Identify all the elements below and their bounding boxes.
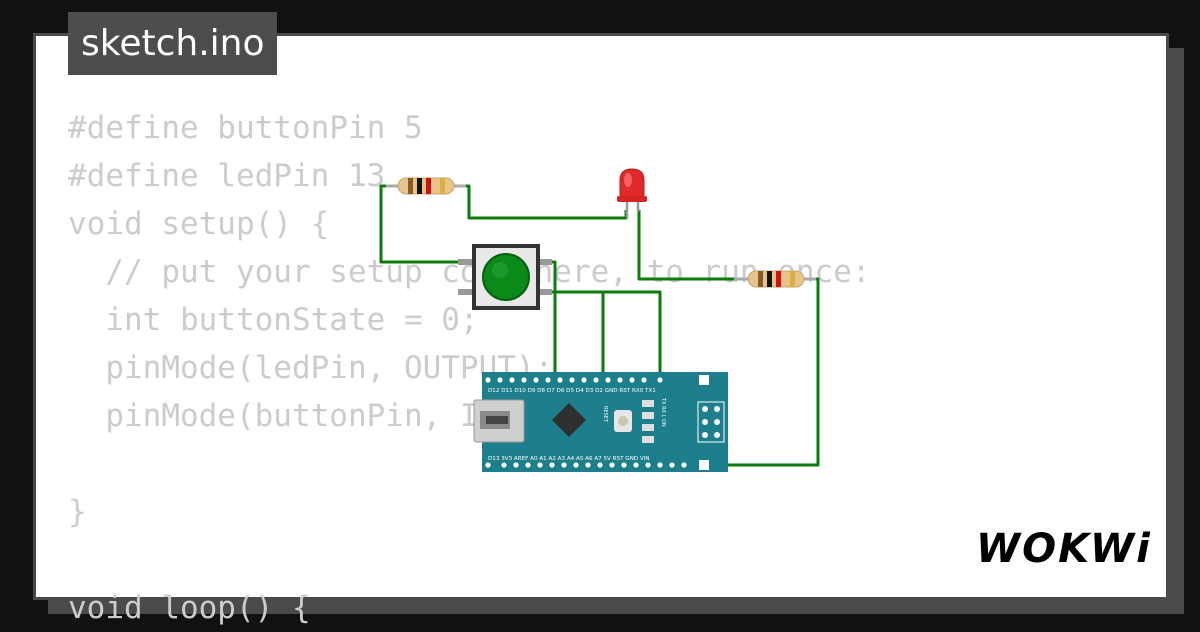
code-line: }	[68, 494, 87, 530]
code-line: void loop() {	[68, 590, 311, 626]
wire	[637, 210, 746, 281]
project-card	[33, 33, 1169, 600]
code-preview: #define buttonPin 5 #define ledPin 13 void…	[68, 104, 871, 632]
bottom-pin-row	[485, 460, 709, 470]
red-led[interactable]	[617, 168, 647, 218]
arduino-nano-board[interactable]: D12 D11 D10 D9 D8 D7 D6 D5 D4 D3 D2 GND …	[473, 372, 728, 472]
reset-label: RESET	[602, 406, 608, 423]
file-tab[interactable]: sketch.ino	[68, 12, 278, 75]
resistor-top[interactable]	[386, 177, 466, 195]
wire	[540, 260, 557, 380]
code-line: int buttonState = 0;	[68, 302, 479, 338]
code-line: pinMode(ledPin, OUTPUT);	[68, 350, 554, 386]
resistor-right[interactable]	[734, 270, 816, 288]
wire	[540, 290, 605, 380]
wire	[379, 184, 458, 264]
status-led-labels: TX RX L ON	[660, 397, 666, 427]
bottom-pin-labels: D13 3V3 AREF A0 A1 A2 A3 A4 A5 A6 A7 5V …	[488, 456, 650, 462]
top-pin-row	[485, 375, 709, 385]
top-pin-labels: D12 D11 D10 D9 D8 D7 D6 D5 D4 D3 D2 GND …	[488, 388, 656, 394]
code-line: #define buttonPin 5	[68, 110, 423, 146]
icsp-header	[702, 406, 720, 438]
code-line: #define ledPin 13	[68, 158, 386, 194]
wokwi-logo: WOKWi	[976, 526, 1152, 572]
push-button[interactable]	[458, 244, 552, 310]
code-line: void setup() {	[68, 206, 330, 242]
wire	[455, 184, 628, 220]
wire	[540, 290, 662, 380]
